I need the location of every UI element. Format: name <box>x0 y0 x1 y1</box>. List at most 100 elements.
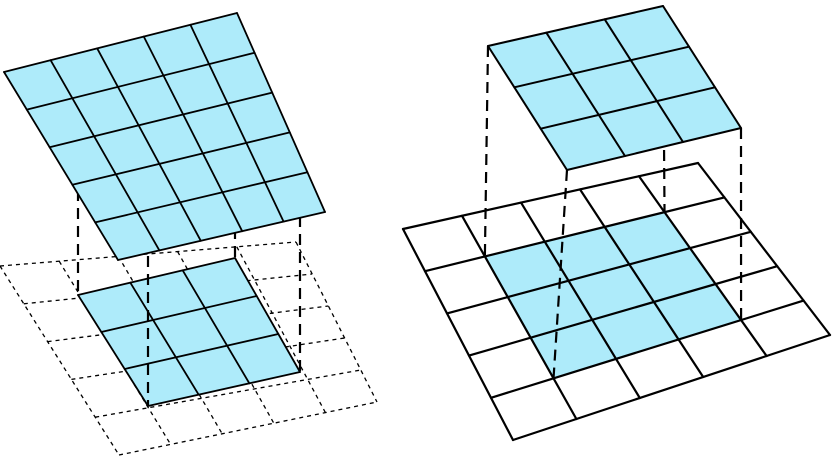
right-input-gridline <box>401 161 700 231</box>
right-output-gridline <box>545 31 626 157</box>
left-kernel-cell <box>175 345 250 395</box>
left-input-gridline <box>0 265 120 456</box>
left-input-gridline <box>295 241 378 403</box>
right-dashed-connectors <box>483 5 743 379</box>
left-output-cell <box>50 48 118 99</box>
left-convolution-figure <box>0 12 378 456</box>
left-output-cell <box>183 103 247 154</box>
right-input-gridline <box>519 201 641 400</box>
left-output-gridline <box>71 131 291 186</box>
left-output-cell <box>26 98 95 148</box>
right-output-gridline <box>487 45 568 171</box>
left-output-cell <box>117 75 184 126</box>
left-output-gridline <box>48 91 274 149</box>
right-output-cell <box>572 60 657 115</box>
left-output-gridline <box>142 35 244 233</box>
right-output-cell <box>604 6 689 61</box>
right-input-cell <box>592 301 679 359</box>
left-kernel-cell <box>153 308 228 358</box>
right-input-cell <box>639 163 724 212</box>
right-input-cell <box>629 248 716 302</box>
left-output-gridline <box>25 51 256 111</box>
left-kernel-cell <box>101 320 176 369</box>
right-connector-line <box>661 5 666 213</box>
left-input-cell <box>255 379 326 423</box>
left-input-cell <box>308 370 377 413</box>
left-output-cell <box>222 182 284 232</box>
right-output-gridline <box>539 86 716 130</box>
left-kernel-cell <box>227 334 300 384</box>
left-kernel-gridline <box>129 281 200 396</box>
left-output-gridline <box>236 12 326 213</box>
left-output-gridline <box>3 12 238 73</box>
left-output-cell <box>159 153 223 203</box>
right-input-cell <box>403 216 485 271</box>
left-output-cell <box>209 52 273 104</box>
right-input-cell <box>568 264 654 320</box>
left-output-cell <box>180 192 243 241</box>
left-output-cell <box>94 125 160 175</box>
left-kernel-cell <box>78 282 154 332</box>
left-output-cell <box>49 136 116 185</box>
left-kernel-gridline <box>123 333 280 370</box>
right-output-cell <box>656 87 741 142</box>
left-kernel-gridline <box>77 257 236 296</box>
left-output-gridline <box>94 171 309 224</box>
right-input-cell <box>491 378 576 440</box>
right-connector-line <box>483 45 490 257</box>
right-output-cell <box>598 101 683 156</box>
right-input-gridline <box>511 333 832 442</box>
left-output-cell <box>4 60 73 110</box>
left-output-gridline <box>3 71 119 261</box>
left-output-gridline <box>96 47 202 242</box>
right-input-cell <box>507 280 593 338</box>
right-output-grid <box>487 5 742 171</box>
left-output-cell <box>246 132 308 183</box>
left-output-gridline <box>117 211 326 261</box>
left-output-cell <box>264 172 325 222</box>
right-input-gridline <box>489 299 805 399</box>
right-output-cell <box>540 114 625 170</box>
left-output-cell <box>143 24 210 76</box>
left-output-cell <box>190 13 255 65</box>
right-input-cell <box>653 284 742 340</box>
right-output-gridline <box>513 45 690 89</box>
right-output-cell <box>546 19 631 74</box>
left-kernel-gridline <box>77 294 149 407</box>
left-kernel-window <box>77 257 301 407</box>
right-input-gridline <box>423 196 726 273</box>
right-input-gridline <box>696 161 832 337</box>
left-output-cell <box>227 92 290 143</box>
left-input-gridline <box>118 401 378 456</box>
right-output-cell <box>630 46 715 102</box>
left-input-gridline <box>47 305 329 343</box>
left-output-gridline <box>189 23 285 223</box>
right-input-gridline <box>445 230 752 315</box>
right-output-gridline <box>662 5 742 129</box>
left-kernel-cell <box>182 258 257 308</box>
left-output-grid <box>3 12 326 261</box>
left-input-cell <box>0 261 81 304</box>
left-input-cell <box>201 389 273 434</box>
right-input-gridline <box>637 175 768 358</box>
right-output-gridline <box>603 18 684 143</box>
right-output-cell <box>488 32 573 88</box>
left-output-cell <box>163 64 228 115</box>
right-output-cell <box>514 73 599 129</box>
left-output-cell <box>202 142 265 193</box>
right-input-cell <box>604 212 691 265</box>
left-input-gridline <box>0 241 297 267</box>
right-input-cell <box>484 241 569 298</box>
left-kernel-gridline <box>100 295 258 333</box>
left-kernel-gridline <box>234 257 301 373</box>
left-kernel-cell <box>124 357 199 406</box>
right-input-gridline <box>401 227 515 442</box>
right-input-gridline <box>578 188 705 379</box>
right-output-gridline <box>487 5 664 47</box>
left-input-cell <box>255 274 329 313</box>
right-input-cell <box>530 319 617 379</box>
right-input-grid <box>401 161 832 442</box>
right-convolution-figure <box>401 5 832 442</box>
left-output-cell <box>72 86 139 137</box>
